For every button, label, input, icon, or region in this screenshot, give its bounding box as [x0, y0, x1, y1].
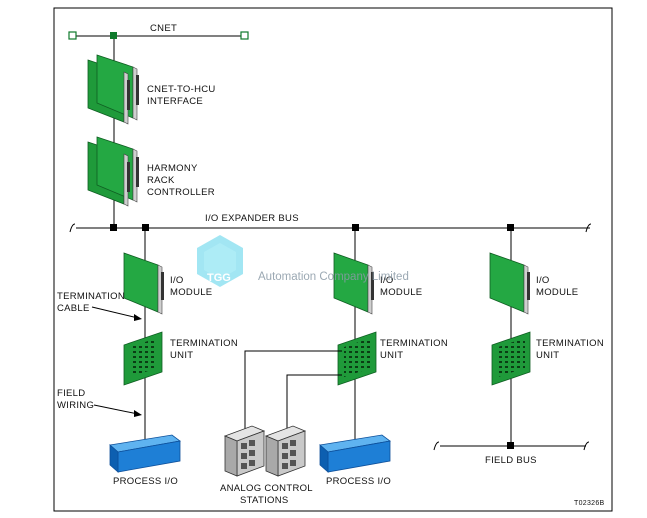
field-bus-label: FIELD BUS	[485, 455, 537, 466]
io-module-1	[123, 252, 164, 315]
field-wiring-label-2: WIRING	[57, 400, 94, 411]
process-io-label-1: PROCESS I/O	[113, 476, 178, 487]
process-io-device-1	[109, 434, 181, 473]
io-module-1-label-1: I/O	[170, 275, 184, 286]
termination-unit-3-label-2: UNIT	[536, 350, 559, 361]
figure-frame	[53, 7, 613, 512]
figure-id: T02326B	[574, 500, 605, 507]
termination-unit-2	[337, 331, 377, 386]
termination-cable-label-2: CABLE	[57, 303, 90, 314]
process-io-device-2	[319, 434, 391, 473]
field-wiring-label-1: FIELD	[57, 388, 85, 399]
rack-controller-label-2: RACK	[147, 175, 175, 186]
termination-unit-1	[123, 331, 163, 386]
rack-controller-label-1: HARMONY	[147, 163, 198, 174]
io-module-2-label-2: MODULE	[380, 287, 422, 298]
cnet-interface-label-1: CNET-TO-HCU	[147, 84, 216, 95]
io-expander-bus: I/O EXPANDER BUS	[69, 213, 592, 233]
io-module-3-label-2: MODULE	[536, 287, 578, 298]
io-module-1-label-2: MODULE	[170, 287, 212, 298]
termination-unit-3	[491, 331, 531, 386]
termination-unit-3-label-1: TERMINATION	[536, 338, 604, 349]
analog-stations-label-2: STATIONS	[240, 495, 289, 506]
process-io-label-2: PROCESS I/O	[326, 476, 391, 487]
termination-unit-1-label-1: TERMINATION	[170, 338, 238, 349]
analog-station-2	[264, 425, 307, 477]
termination-cable-arrow	[134, 314, 142, 321]
rack-controller-module	[87, 136, 139, 207]
field-bus	[433, 441, 590, 451]
termination-unit-2-label-2: UNIT	[380, 350, 403, 361]
rack-controller-label-3: CONTROLLER	[147, 187, 215, 198]
cnet-interface-module	[87, 54, 139, 125]
io-module-3-label-1: I/O	[536, 275, 550, 286]
watermark-text: Automation Company Limited	[258, 271, 409, 283]
watermark: TGG Automation Company Limited	[197, 235, 409, 287]
termination-unit-2-label-1: TERMINATION	[380, 338, 448, 349]
io-module-2	[333, 252, 374, 315]
analog-stations-label-1: ANALOG CONTROL	[220, 483, 313, 494]
field-wiring-arrow	[134, 410, 142, 417]
termination-unit-1-label-2: UNIT	[170, 350, 193, 361]
io-module-3	[489, 252, 530, 315]
cnet-label: CNET	[150, 23, 177, 34]
io-module-2-label-1: I/O	[380, 275, 394, 286]
termination-cable-label-1: TERMINATION	[57, 291, 125, 302]
watermark-logo-text: TGG	[207, 272, 231, 284]
cnet-network: CNET	[68, 23, 249, 40]
analog-station-1	[223, 425, 266, 477]
cnet-interface-label-2: INTERFACE	[147, 96, 203, 107]
bus-label: I/O EXPANDER BUS	[205, 213, 299, 224]
